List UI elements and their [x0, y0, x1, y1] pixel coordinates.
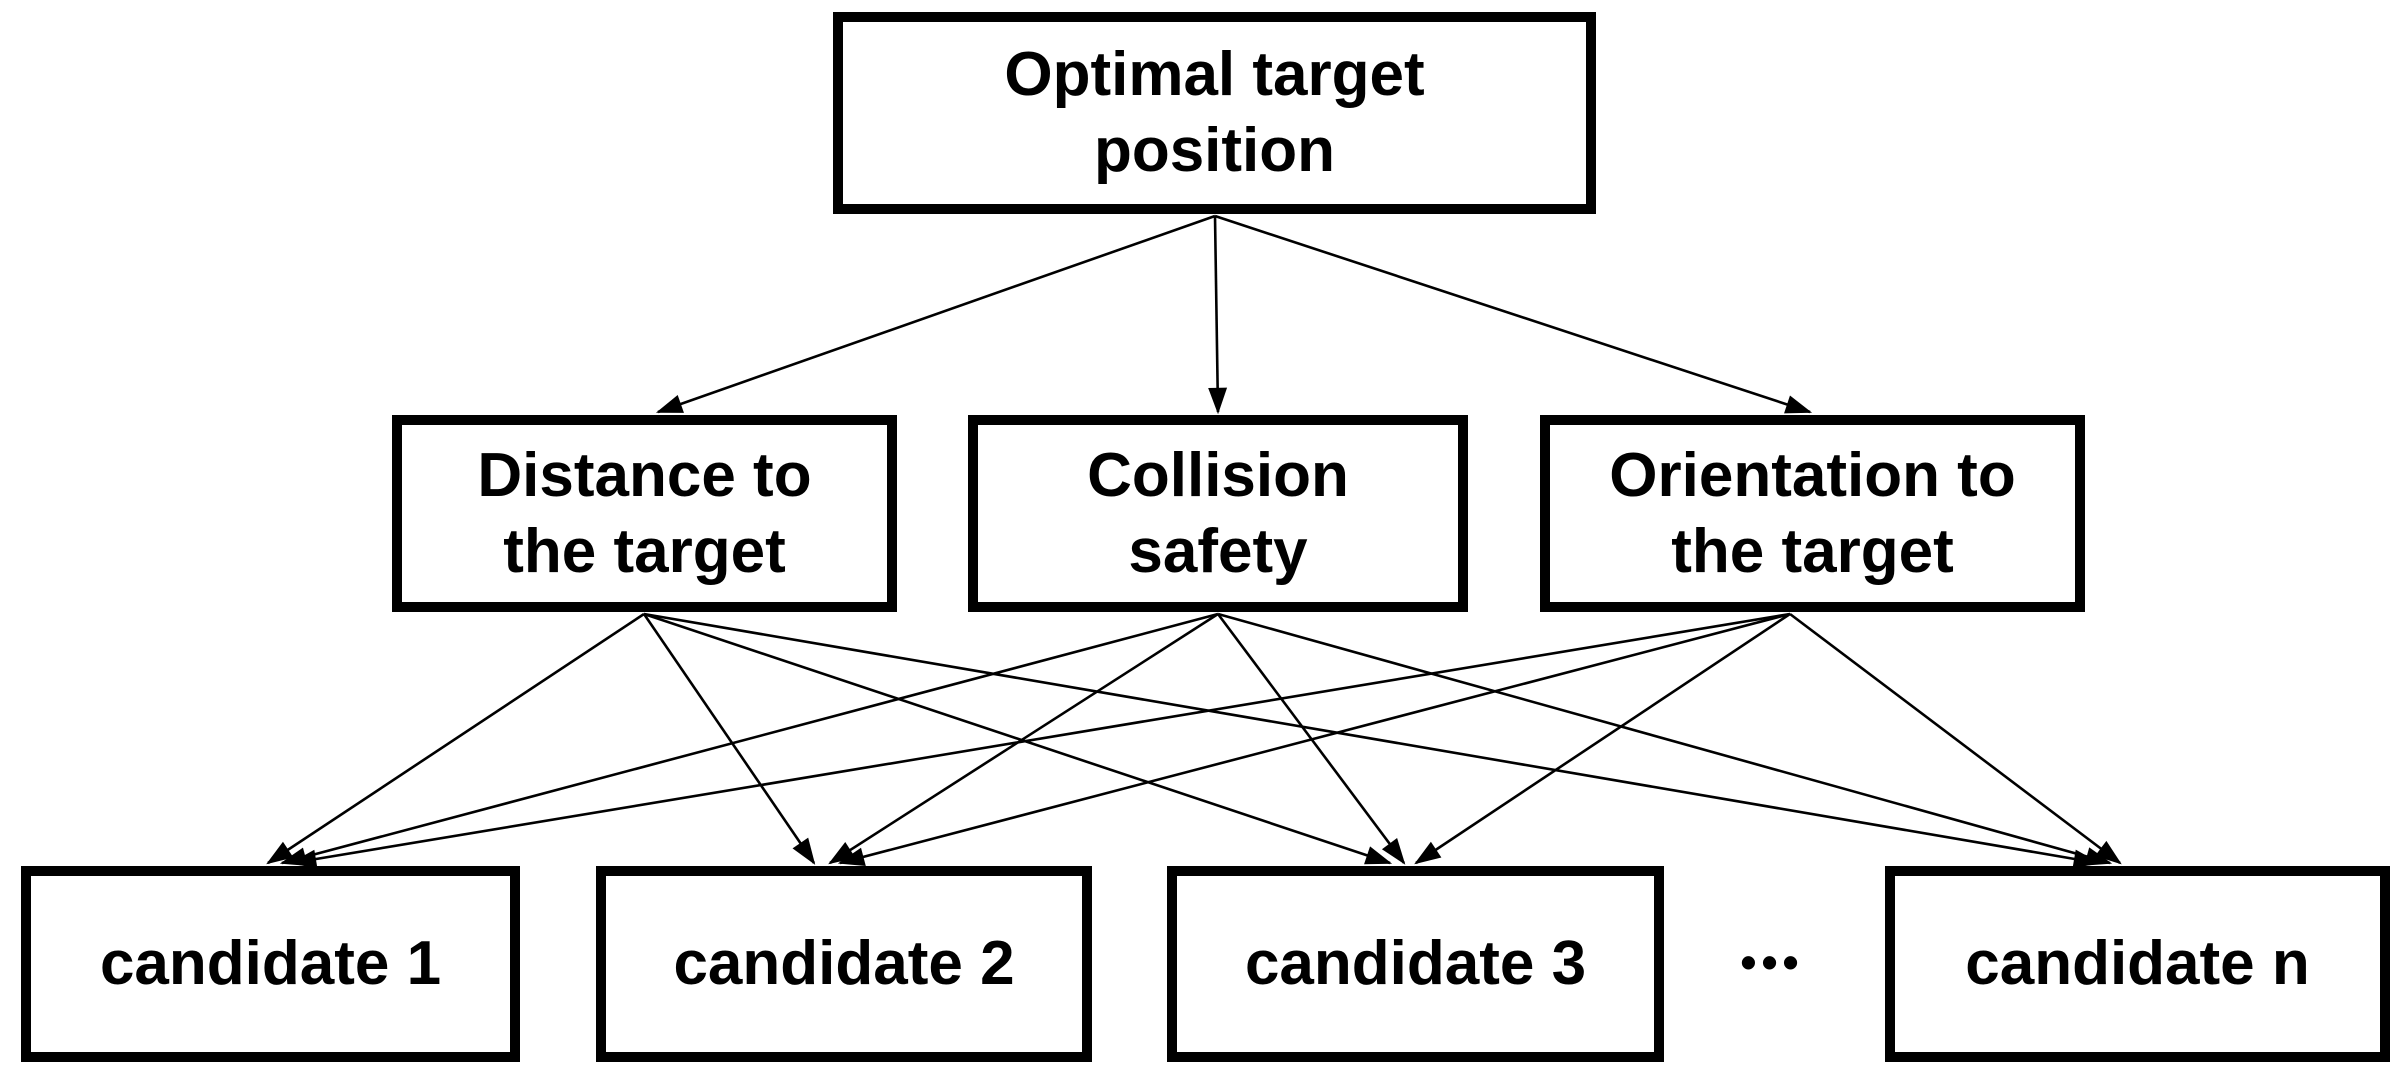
arrow-goal-to-collision: [1208, 215, 1228, 415]
ellipsis-dots: •••: [1740, 936, 1804, 988]
criterion-distance-line1: Distance to: [477, 440, 812, 510]
arrow-distance-to-c1: [266, 612, 645, 865]
criterion-collision-line2: safety: [1128, 516, 1308, 586]
arrow-collision-to-c1: [279, 612, 1219, 866]
arrow-orientation-to-c1: [289, 612, 1791, 869]
arrow-collision-to-cn: [1217, 612, 2113, 866]
goal-label-line2: position: [1093, 116, 1336, 185]
arrow-collision-to-c2: [828, 612, 1219, 865]
candidate-box-n: candidate n: [1885, 866, 2390, 1062]
candidate-1-label: candidate 1: [99, 929, 442, 999]
goal-label-line1: Optimal target: [1004, 40, 1425, 110]
goal-box: Optimal target position: [833, 12, 1596, 214]
candidate-2-label: candidate 2: [673, 929, 1015, 999]
criterion-box-orientation: Orientation to the target: [1540, 415, 2085, 612]
arrow-orientation-to-cn: [1789, 612, 2122, 865]
candidate-3-label: candidate 3: [1244, 929, 1587, 999]
candidate-n-label: candidate n: [1965, 929, 2310, 999]
criterion-orientation-line2: the target: [1671, 516, 1954, 586]
candidate-box-1: candidate 1: [21, 866, 520, 1062]
arrow-distance-to-c2: [642, 613, 816, 865]
criterion-box-distance: Distance to the target: [392, 415, 897, 612]
arrow-goal-to-orientation: [1214, 214, 1813, 414]
criterion-box-collision: Collision safety: [968, 415, 1468, 612]
arrow-goal-to-distance: [655, 214, 1216, 414]
candidate-box-3: candidate 3: [1167, 866, 1664, 1062]
criterion-collision-line1: Collision: [1087, 440, 1349, 510]
criterion-orientation-line1: Orientation to: [1609, 440, 2016, 510]
criterion-distance-line2: the target: [503, 516, 786, 586]
arrow-orientation-to-c2: [837, 612, 1791, 867]
arrow-orientation-to-c3: [1414, 612, 1791, 865]
arrow-distance-to-cn: [643, 612, 2101, 869]
candidate-box-2: candidate 2: [596, 866, 1092, 1062]
arrow-distance-to-c3: [643, 612, 1393, 865]
